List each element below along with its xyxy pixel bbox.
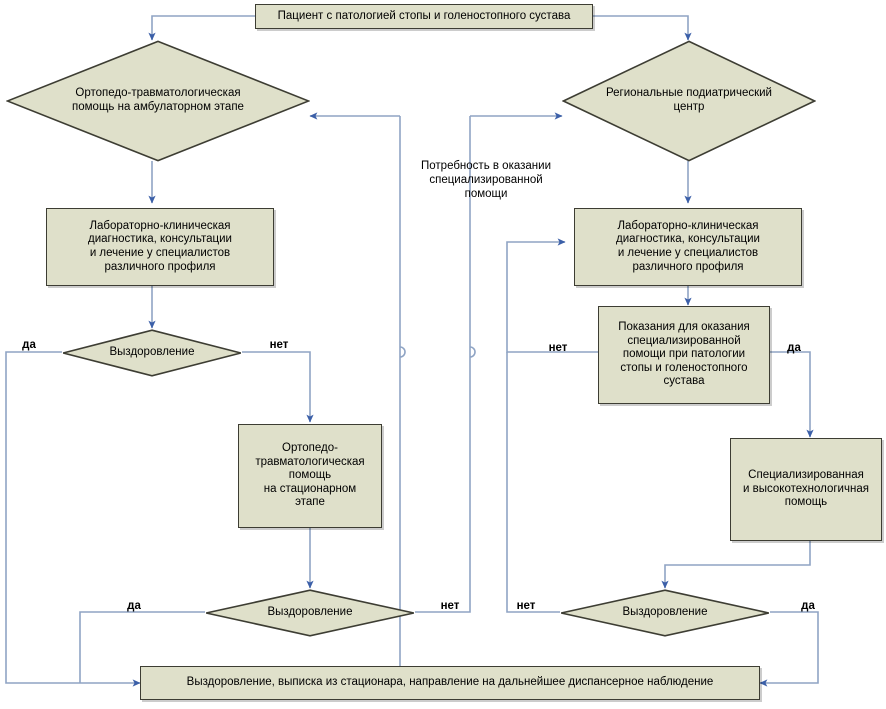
node-label: Пациент с патологией стопы и голеностопн… — [277, 9, 571, 22]
diamond-shape — [63, 329, 241, 377]
edge-label-text: да — [801, 600, 815, 612]
edge-label-recovery-inpatient-no: нет — [433, 588, 467, 612]
node-label: Выздоровление — [267, 606, 353, 619]
node-inpatient-ortho-trauma: Ортопедо- травматологическая помощь на с… — [238, 424, 382, 528]
edge-label-recovery-specialized-yes: да — [790, 588, 826, 612]
node-left-lab-diagnostics: Лабораторно-клиническая диагностика, кон… — [46, 208, 274, 286]
edge-label-text: да — [787, 342, 801, 354]
node-specialized-hightech-care: Специализированная и высокотехнологичная… — [730, 438, 882, 541]
node-right-lab-diagnostics: Лабораторно-клиническая диагностика, кон… — [574, 208, 802, 286]
diamond-shape — [561, 589, 769, 637]
edge-label-text: нет — [440, 600, 460, 612]
node-label: Региональные подиатрический центр — [606, 87, 772, 113]
node-regional-podiatric-center: Региональные подиатрический центр — [562, 40, 816, 162]
node-label: Ортопедо-травматологическая помощь на ам… — [72, 87, 244, 113]
node-label: Показания для оказания специализированно… — [618, 321, 750, 388]
label-need-specialized-care: Потребность в оказании специализированно… — [398, 145, 574, 201]
node-indications-specialized-care: Показания для оказания специализированно… — [598, 306, 770, 404]
edge-label-recovery-inpatient-yes: да — [117, 588, 151, 612]
edge-label-text: да — [22, 339, 36, 351]
node-label: Ортопедо- травматологическая помощь на с… — [255, 442, 365, 509]
node-patient-pathology: Пациент с патологией стопы и голеностопн… — [255, 4, 593, 29]
edge-label-text: да — [127, 600, 141, 612]
diamond-shape — [562, 40, 816, 162]
diamond-shape — [6, 40, 310, 162]
edge-label-indications-no: нет — [540, 330, 576, 354]
node-recovery-specialized: Выздоровление — [560, 589, 770, 637]
diamond-shape — [206, 589, 414, 637]
node-label: Выздоровление — [109, 346, 195, 359]
edge-label-text: нет — [516, 600, 536, 612]
node-label: Выздоровление — [622, 606, 708, 619]
node-label: Выздоровление, выписка из стационара, на… — [186, 676, 714, 689]
label-text: Потребность в оказании специализированно… — [421, 160, 551, 201]
edge-label-text: нет — [269, 339, 289, 351]
node-label: Лабораторно-клиническая диагностика, кон… — [616, 219, 760, 273]
node-recovery-inpatient: Выздоровление — [205, 589, 415, 637]
node-outpatient-ortho-trauma: Ортопедо-травматологическая помощь на ам… — [6, 40, 310, 162]
edge-label-text: нет — [548, 342, 568, 354]
node-label: Специализированная и высокотехнологичная… — [743, 469, 869, 509]
node-final-discharge: Выздоровление, выписка из стационара, на… — [140, 666, 760, 700]
node-recovery-outpatient: Выздоровление — [62, 329, 242, 377]
edge-label-recovery-specialized-no: нет — [508, 588, 544, 612]
edge-label-recovery-yes: да — [12, 327, 46, 351]
edge-label-recovery-no: нет — [262, 327, 296, 351]
edge-label-indications-yes: да — [776, 330, 812, 354]
node-label: Лабораторно-клиническая диагностика, кон… — [88, 219, 232, 273]
